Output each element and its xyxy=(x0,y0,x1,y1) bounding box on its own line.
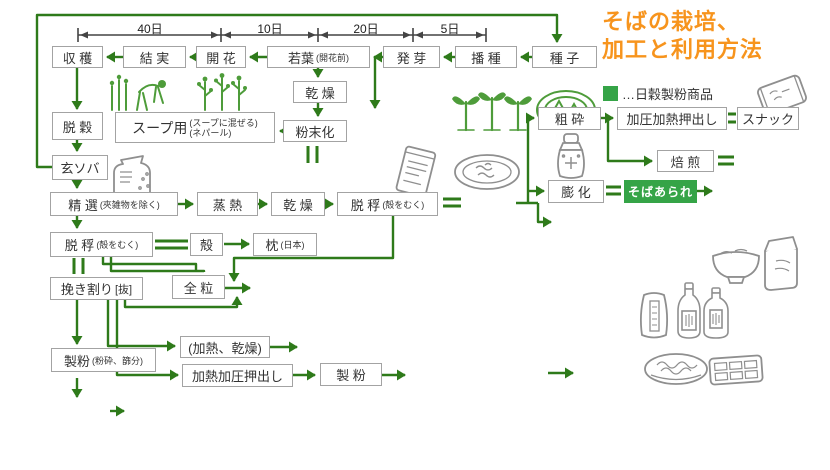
node-selection: 精 選(夾雑物を除く) xyxy=(50,192,178,216)
buckwheat-sprouts-icon xyxy=(452,80,532,137)
node-heat-drying: (加熱、乾燥) xyxy=(180,336,270,358)
node-seed: 種 子 xyxy=(532,46,597,68)
node-puffing: 膨 化 xyxy=(548,180,604,203)
soba-bowl-icon xyxy=(710,242,762,293)
node-coarse-crushing: 粗 砕 xyxy=(538,107,601,130)
legend-text: …日穀製粉商品 xyxy=(622,87,714,102)
node-young-leaves: 若葉(開花前) xyxy=(267,46,370,68)
arare-bag-icon xyxy=(756,235,806,298)
node-flowering: 開 花 xyxy=(196,46,246,68)
node-leaf-drying: 乾 燥 xyxy=(293,81,347,103)
timeline-arrowheads xyxy=(80,31,484,39)
node-sowing: 播 種 xyxy=(455,46,517,68)
node-raw-buckwheat: 玄ソバ xyxy=(52,155,108,180)
node-fruiting: 結 実 xyxy=(123,46,186,68)
node-flour-milling: 製 粉 xyxy=(320,363,382,386)
node-dehulling: 脱 稃(殻をむく) xyxy=(50,232,153,257)
node-whole-grain: 全 粒 xyxy=(172,275,225,299)
page-title: そばの栽培、 加工と利用方法 xyxy=(602,8,763,64)
node-soup-use: スープ用 (スープに混ぜる)(ネパール) xyxy=(115,112,275,143)
node-pillow: 枕(日本) xyxy=(253,233,317,256)
timeline-label-40days: 40日 xyxy=(137,22,163,36)
sweets-tray-icon xyxy=(706,349,766,396)
tsuyu-bottle-icon xyxy=(675,281,703,345)
node-hull: 殻 xyxy=(190,233,223,256)
timeline-label-10days: 10日 xyxy=(257,22,283,36)
legend: …日穀製粉商品 xyxy=(603,84,713,103)
snack-package-icon xyxy=(753,72,811,123)
node-heat-pressure-extrusion: 加熱加圧押出し xyxy=(182,364,293,387)
node-steamed-drying: 乾 燥 xyxy=(271,192,325,216)
timeline-label-20days: 20日 xyxy=(353,22,379,36)
flour-bag-icon xyxy=(634,287,674,347)
title-line1: そばの栽培、 xyxy=(602,9,741,34)
node-powdering: 粉末化 xyxy=(283,120,347,142)
node-pressure-heat-extrusion: 加圧加熱押出し xyxy=(617,107,727,130)
node-milling: 製粉(粉砕、篩分) xyxy=(51,348,156,372)
node-soba-arare: そばあられ xyxy=(624,180,697,203)
noodle-plate-icon xyxy=(643,347,709,396)
node-dehulling-steamed: 脱 稃(殻をむく) xyxy=(337,192,438,216)
shaker-jar-icon xyxy=(551,132,591,189)
node-snack: スナック xyxy=(737,107,799,130)
node-steaming: 蒸 熱 xyxy=(197,192,258,216)
node-harvest: 収 穫 xyxy=(52,46,103,68)
node-germination: 発 芽 xyxy=(383,46,440,68)
node-roasting: 焙 煎 xyxy=(657,150,714,172)
flowering-buckwheat-icon xyxy=(196,72,248,117)
title-line2: 加工と利用方法 xyxy=(602,37,764,62)
timeline-label-5days: 5日 xyxy=(440,22,460,36)
groats-plate-icon xyxy=(452,148,522,200)
nikkoku-product-marker xyxy=(603,86,618,101)
node-threshing: 脱 穀 xyxy=(52,112,103,140)
farmer-harvest-icon xyxy=(106,72,174,117)
node-hikiwari-groats: 挽き割り[抜] xyxy=(50,277,143,300)
shochu-bottle-icon xyxy=(701,286,731,345)
